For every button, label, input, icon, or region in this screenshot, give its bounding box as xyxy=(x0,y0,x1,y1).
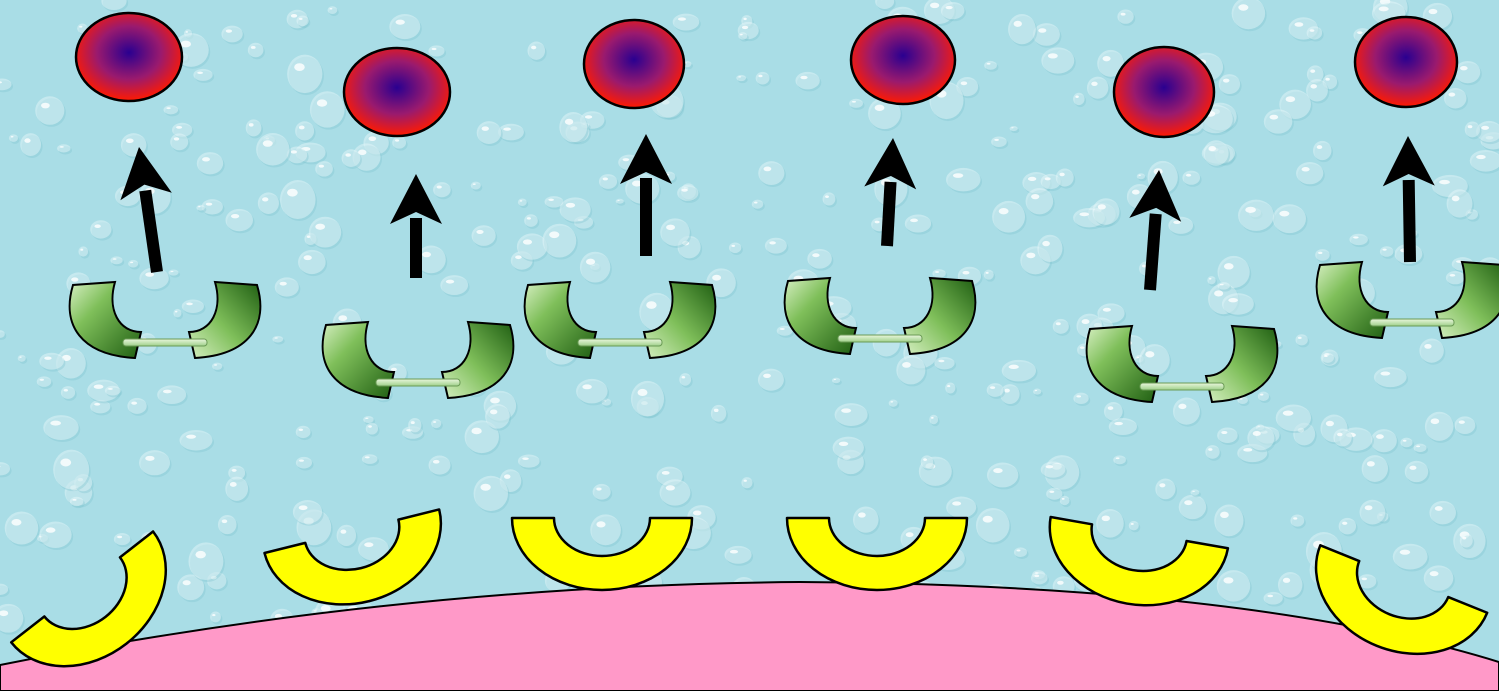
antibody-hinge-bar xyxy=(838,335,922,342)
ball-4 xyxy=(851,16,955,104)
ball-5 xyxy=(1114,47,1214,137)
antibody-hinge-bar xyxy=(1140,383,1224,390)
antibody-hinge-bar xyxy=(123,339,207,346)
antibody-hinge-bar xyxy=(578,339,662,346)
ball-6 xyxy=(1355,17,1457,107)
ball-2 xyxy=(344,48,450,136)
ball-1 xyxy=(76,13,182,101)
ball-3 xyxy=(584,20,684,108)
antibody-hinge-bar xyxy=(376,379,460,386)
antibody-hinge-bar xyxy=(1370,319,1454,326)
